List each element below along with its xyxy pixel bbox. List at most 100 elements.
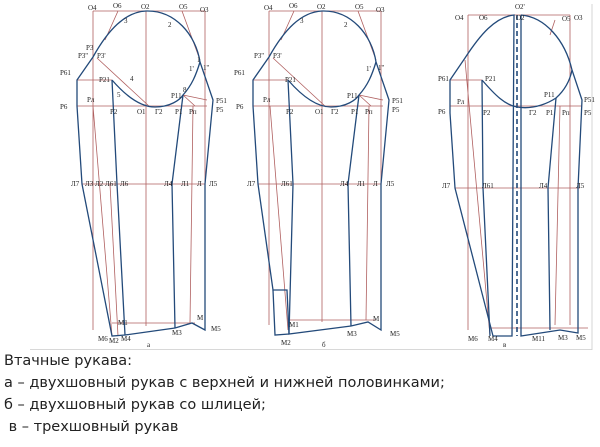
- point-label: Рп: [562, 109, 570, 117]
- point-label: Р3'': [254, 52, 264, 60]
- point-label: Р2: [286, 108, 294, 116]
- pattern-outline: [76, 10, 214, 337]
- sublabel-c: в: [503, 341, 507, 349]
- point-label: М5: [211, 325, 221, 333]
- point-label: М2: [109, 337, 119, 345]
- sublabel-b: б: [322, 341, 326, 349]
- point-label: О3: [200, 6, 209, 14]
- point-label: 1'': [378, 64, 384, 72]
- point-label: Р21: [485, 75, 496, 83]
- point-label: Р1: [175, 108, 183, 116]
- point-label: Л4: [164, 180, 173, 188]
- point-label: 1'': [203, 64, 209, 72]
- point-label: Р51: [584, 96, 595, 104]
- point-label: М1: [118, 319, 128, 327]
- point-label: Л4: [340, 180, 349, 188]
- point-label: Р51: [392, 97, 403, 105]
- point-label: Р61: [234, 69, 245, 77]
- point-label: Р51: [216, 97, 227, 105]
- point-label: М5: [576, 334, 586, 342]
- figure-caption: Втачные рукава: а – двухшовный рукав с в…: [4, 350, 445, 438]
- point-label: О4: [264, 4, 273, 12]
- point-label: О2': [515, 3, 525, 11]
- point-label: Л3: [85, 180, 94, 188]
- point-label: 2: [168, 21, 172, 29]
- point-label: М1: [289, 321, 299, 329]
- point-label: Л1: [181, 180, 190, 188]
- point-label: Р11: [544, 91, 555, 99]
- construction-lines: [450, 14, 588, 337]
- point-label: Л6: [120, 180, 129, 188]
- point-label: Л4: [539, 182, 548, 190]
- caption-line-b: б – двухшовный рукав со шлицей;: [4, 397, 266, 413]
- point-label: Р2: [110, 108, 118, 116]
- point-label: Р61: [438, 75, 449, 83]
- point-label: Р5: [584, 109, 592, 117]
- point-label: Р11: [347, 92, 358, 100]
- point-label: Л1: [357, 180, 366, 188]
- point-label: О2: [317, 3, 326, 11]
- point-label: Р2: [483, 109, 491, 117]
- point-label: Р21: [285, 76, 296, 84]
- point-label: Л7: [442, 182, 451, 190]
- caption-line-c: в – трехшовный рукав: [4, 419, 179, 435]
- point-label: Г2: [529, 109, 537, 117]
- point-label: Р6: [438, 108, 446, 116]
- diagram-b: [252, 10, 390, 336]
- pattern-outline: [449, 14, 583, 337]
- point-label: 4: [130, 75, 134, 83]
- point-label: М6: [98, 335, 108, 343]
- point-label: О4: [88, 4, 97, 12]
- point-label: М4: [488, 335, 498, 343]
- point-label: Л: [373, 180, 378, 188]
- point-label: 2: [344, 21, 348, 29]
- point-label: О2: [141, 3, 150, 11]
- point-label: М3: [172, 329, 182, 337]
- point-label: Рп: [189, 108, 197, 116]
- point-label: Рл: [263, 96, 271, 104]
- point-label: Л5: [576, 182, 585, 190]
- point-label: Р3': [273, 52, 282, 60]
- point-label: Л7: [247, 180, 256, 188]
- point-label: Р3: [86, 44, 94, 52]
- point-label: О5: [179, 3, 188, 11]
- point-label: Л5: [209, 180, 218, 188]
- point-label: Р3': [97, 52, 106, 60]
- point-label: О6: [113, 2, 122, 10]
- point-label: О6: [289, 2, 298, 10]
- point-label: О2: [516, 14, 525, 22]
- point-label: Л61: [482, 182, 494, 190]
- point-label: Р3'': [78, 52, 88, 60]
- point-label: Р1: [546, 109, 554, 117]
- point-label: М6: [468, 335, 478, 343]
- point-label: Л61: [105, 180, 117, 188]
- point-label: М2: [281, 339, 291, 347]
- point-label: Р5: [216, 106, 224, 114]
- point-label: 3: [300, 17, 304, 25]
- point-label: Р61: [60, 69, 71, 77]
- point-label: Р1: [351, 108, 359, 116]
- point-label: О4: [455, 14, 464, 22]
- point-label: О6: [479, 14, 488, 22]
- point-label: Рл: [457, 98, 465, 106]
- point-label: М: [373, 315, 380, 323]
- point-label: Л: [197, 180, 202, 188]
- diagram-c: [449, 14, 588, 337]
- point-label: Л2: [95, 180, 104, 188]
- caption-title: Втачные рукава:: [4, 353, 133, 369]
- point-label: Л61: [281, 180, 293, 188]
- point-label: О5: [355, 3, 364, 11]
- pattern-outline: [252, 10, 390, 336]
- point-label: 1: [197, 56, 201, 64]
- point-label: 1': [366, 65, 371, 73]
- point-label: Г2: [155, 108, 163, 116]
- sublabel-a: а: [147, 341, 151, 349]
- point-label: М11: [532, 335, 545, 343]
- point-label: М5: [390, 330, 400, 338]
- point-label: Г2: [331, 108, 339, 116]
- point-label: О3: [574, 14, 583, 22]
- point-label: Р5: [392, 106, 400, 114]
- point-label: М: [197, 314, 204, 322]
